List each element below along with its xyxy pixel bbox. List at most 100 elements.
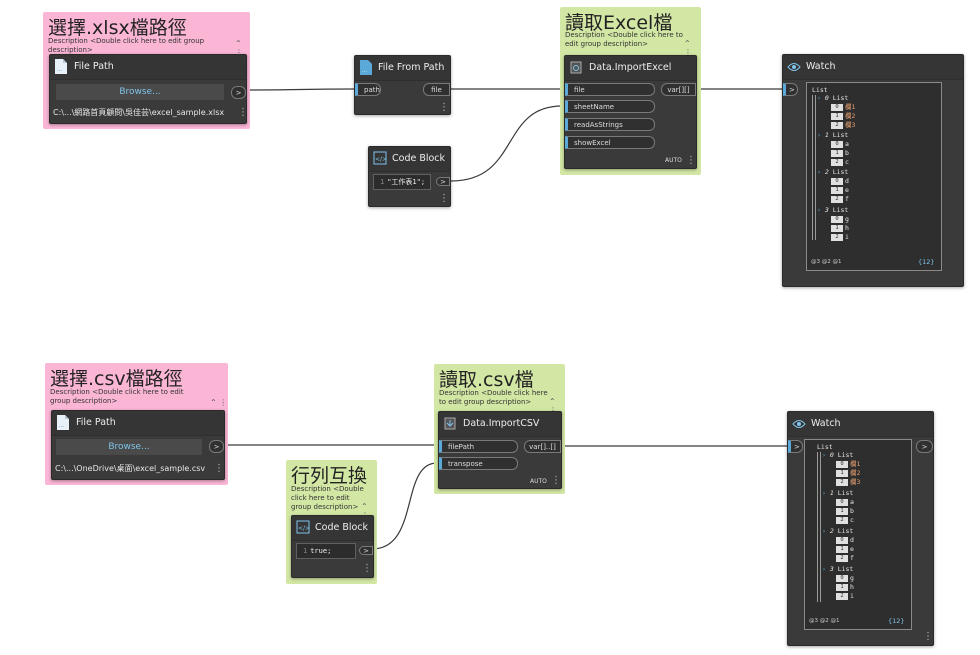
node-header[interactable]: </> Code Block [369, 147, 450, 172]
code-editor[interactable]: 1"工作表1"; [373, 174, 431, 190]
chevron-icon[interactable]: › [822, 489, 826, 497]
node-menu-icon[interactable]: ⋮ [551, 475, 561, 486]
import-icon [444, 417, 456, 430]
collapse-icon[interactable]: ⌃ ⋮ [235, 39, 243, 57]
node-import-excel[interactable]: Data.ImportExcel file sheetName readAsSt… [564, 55, 697, 169]
chevron-icon[interactable]: › [817, 206, 821, 214]
node-file-path[interactable]: … File Path Browse... > C:\...\網路首頁顧問\吳佳… [49, 54, 248, 124]
output-port[interactable]: var[]..[] [524, 440, 561, 453]
node-menu-icon[interactable]: ⋮ [923, 631, 933, 642]
node-header[interactable]: … File Path [52, 411, 224, 436]
tree-root: List [812, 86, 828, 94]
node-header[interactable]: … File Path [50, 55, 246, 80]
node-title: File From Path [378, 62, 445, 73]
tree-sublist[interactable]: › 1 List [817, 131, 849, 139]
input-port[interactable]: > [788, 440, 803, 453]
node-header[interactable]: Watch [783, 55, 963, 80]
input-port-file[interactable]: file [565, 83, 655, 96]
output-port[interactable]: > [231, 86, 246, 99]
group-description[interactable]: Description <Double click here to edit g… [48, 37, 205, 54]
output-port[interactable]: > [359, 546, 373, 555]
browse-button[interactable]: Browse... [56, 439, 202, 455]
input-port[interactable]: > [783, 83, 798, 96]
node-header[interactable]: Watch [788, 412, 933, 437]
input-port-filepath[interactable]: filePath [439, 440, 518, 453]
output-port-file[interactable]: file [423, 83, 450, 96]
input-port-transpose[interactable]: transpose [439, 457, 518, 470]
group-description[interactable]: Description <Double click here to edit g… [439, 389, 548, 406]
node-header[interactable]: </> Code Block [292, 516, 373, 541]
node-menu-icon[interactable]: ⋮ [439, 193, 449, 204]
node-title: File Path [74, 61, 114, 72]
output-port[interactable]: > [916, 440, 933, 453]
item-count: {12} [918, 258, 935, 266]
tree-sublist[interactable]: › 1 List [822, 489, 854, 497]
output-port[interactable]: > [209, 440, 224, 453]
group-title[interactable]: 讀取.csv檔 [439, 369, 534, 391]
collapse-icon[interactable]: ⌃ ⋮ [210, 398, 228, 407]
group-title[interactable]: 讀取Excel檔 [565, 12, 673, 34]
node-title: Data.ImportExcel [589, 62, 672, 73]
node-title: Code Block [392, 153, 446, 164]
output-port[interactable]: > [436, 177, 450, 186]
code-text: true; [310, 547, 332, 555]
chevron-icon[interactable]: › [822, 527, 826, 535]
tree-sublist[interactable]: › 0 List [817, 94, 849, 102]
lacing-label[interactable]: AUTO [530, 478, 547, 485]
chevron-icon[interactable]: › [817, 131, 821, 139]
chevron-icon[interactable]: › [817, 168, 821, 176]
output-port[interactable]: var[][] [661, 83, 696, 96]
node-menu-icon[interactable]: ⋮ [362, 563, 372, 574]
input-port-showexcel[interactable]: showExcel [565, 136, 655, 149]
input-port-readasstrings[interactable]: readAsStrings [565, 118, 655, 131]
browse-button[interactable]: Browse... [56, 84, 224, 100]
file-icon: … [360, 60, 372, 75]
node-file-from-path[interactable]: … File From Path path file ⋮ [354, 55, 451, 115]
group-description[interactable]: Description <Double click here to edit g… [565, 31, 683, 48]
group-title[interactable]: 行列互換 [291, 465, 368, 487]
chevron-icon[interactable]: › [822, 565, 826, 573]
list-levels[interactable]: @3 @2 @1 [811, 259, 842, 265]
chevron-icon[interactable]: › [817, 94, 821, 102]
file-path-value: C:\...\網路首頁顧問\吳佳芸\excel_sample.xlsx [53, 108, 225, 117]
tree-sublist[interactable]: › 2 List [817, 168, 849, 176]
input-port-sheetname[interactable]: sheetName [565, 100, 655, 113]
group-title[interactable]: 選擇.csv檔路徑 [50, 368, 183, 390]
node-menu-icon[interactable]: ⋮ [686, 155, 696, 166]
input-port-path[interactable]: path [355, 83, 381, 96]
node-import-csv[interactable]: Data.ImportCSV filePath transpose var[].… [438, 411, 562, 489]
node-menu-icon[interactable]: ⋮ [439, 102, 449, 113]
list-levels[interactable]: @3 @2 @1 [809, 618, 840, 624]
collapse-icon[interactable]: ⌃ ⋮ [684, 39, 692, 57]
tree-sublist[interactable]: › 2 List [822, 527, 854, 535]
node-header[interactable]: … File From Path [355, 56, 450, 81]
lacing-label[interactable]: AUTO [665, 157, 682, 164]
tree-sublist[interactable]: › 0 List [822, 451, 854, 459]
node-code-block[interactable]: </> Code Block 1"工作表1"; > ⋮ [368, 146, 451, 207]
chevron-icon[interactable]: › [822, 451, 826, 459]
node-file-path[interactable]: … File Path Browse... > C:\...\OneDrive\… [51, 410, 225, 480]
collapse-icon[interactable]: ⌃ ⋮ [549, 397, 557, 415]
node-menu-icon[interactable]: ⋮ [238, 107, 248, 118]
group-description[interactable]: Description <Double click here to edit g… [291, 485, 364, 511]
group-title[interactable]: 選擇.xlsx檔路徑 [48, 17, 187, 39]
node-header[interactable]: Data.ImportExcel [565, 56, 696, 81]
node-menu-icon[interactable]: ⋮ [214, 463, 224, 474]
svg-text:</>: </> [375, 156, 387, 163]
node-header[interactable]: Data.ImportCSV [439, 412, 561, 437]
tree-sublist[interactable]: › 3 List [817, 206, 849, 214]
code-icon: </> [373, 151, 387, 165]
tree-sublist[interactable]: › 3 List [822, 565, 854, 573]
group-description[interactable]: Description <Double click here to edit g… [50, 388, 184, 405]
